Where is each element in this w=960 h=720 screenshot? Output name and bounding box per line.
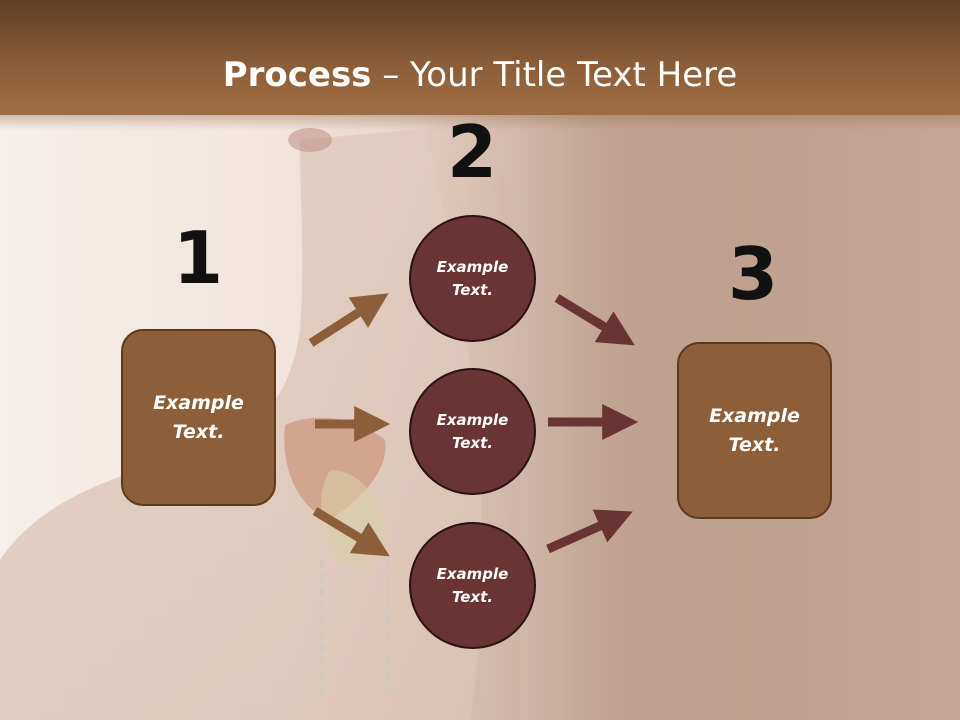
title-bar xyxy=(0,0,960,115)
process-circle-middle: Example Text. xyxy=(409,368,536,495)
process-box-left-text: Example Text. xyxy=(153,391,244,443)
process-circle-bottom-text: Example Text. xyxy=(436,564,509,606)
process-box-right: Example Text. xyxy=(677,342,832,519)
title-rest: – Your Title Text Here xyxy=(371,55,738,95)
arrow-circle-top-to-box xyxy=(554,294,635,346)
slide-title: Process – Your Title Text Here xyxy=(0,50,960,100)
arrow-box-to-circle-bottom xyxy=(312,507,390,557)
arrow-box-to-circle-top xyxy=(308,293,389,347)
process-circle-middle-text: Example Text. xyxy=(436,410,509,452)
process-circle-top: Example Text. xyxy=(409,215,536,342)
arrow-circle-bottom-to-box xyxy=(546,509,633,554)
process-circle-top-text: Example Text. xyxy=(436,257,509,299)
process-box-right-text: Example Text. xyxy=(709,404,800,456)
title-bold: Process xyxy=(222,55,372,95)
step-number-2: 2 xyxy=(446,110,498,194)
step-number-1: 1 xyxy=(172,216,224,300)
step-number-3: 3 xyxy=(727,232,779,316)
process-box-left: Example Text. xyxy=(121,329,276,506)
process-circle-bottom: Example Text. xyxy=(409,522,536,649)
title-bar-shadow xyxy=(0,108,960,130)
